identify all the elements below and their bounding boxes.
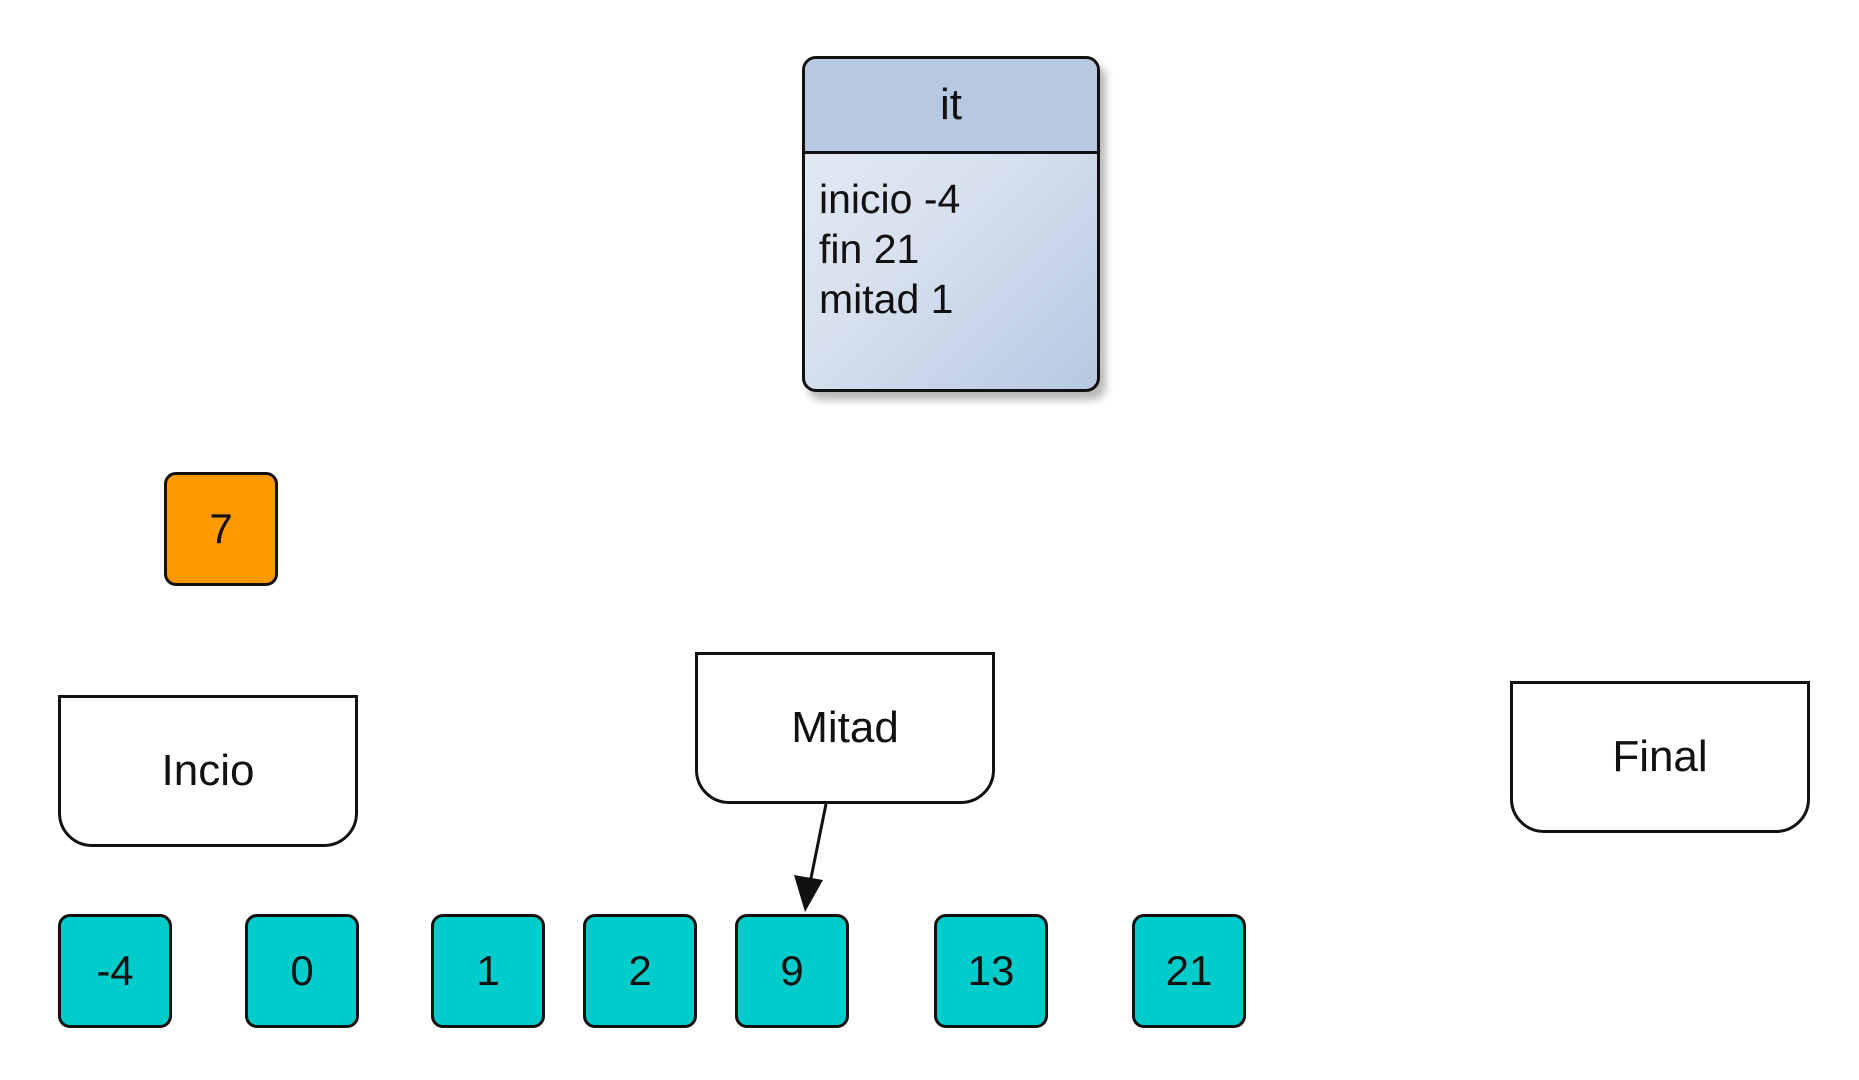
search-value-box: 7 (164, 472, 278, 586)
state-line-fin: fin 21 (819, 226, 920, 272)
array-cell-3: 2 (583, 914, 697, 1028)
array-cell-2: 1 (431, 914, 545, 1028)
iterator-state-body: inicio -4 fin 21 mitad 1 (805, 154, 1097, 324)
array-cell-1: 0 (245, 914, 359, 1028)
array-cell-5: 13 (934, 914, 1048, 1028)
iterator-state-box: it inicio -4 fin 21 mitad 1 (802, 56, 1100, 392)
arrow-head (794, 875, 823, 912)
pointer-tag-mitad: Mitad (695, 652, 995, 804)
iterator-state-title: it (805, 59, 1097, 154)
state-line-inicio: inicio -4 (819, 176, 961, 222)
pointer-tag-final: Final (1510, 681, 1810, 833)
array-cell-4: 9 (735, 914, 849, 1028)
array-cell-0: -4 (58, 914, 172, 1028)
state-line-mitad: mitad 1 (819, 276, 954, 322)
array-cell-6: 21 (1132, 914, 1246, 1028)
arrow-shaft (807, 803, 828, 889)
pointer-tag-inicio: Incio (58, 695, 358, 847)
